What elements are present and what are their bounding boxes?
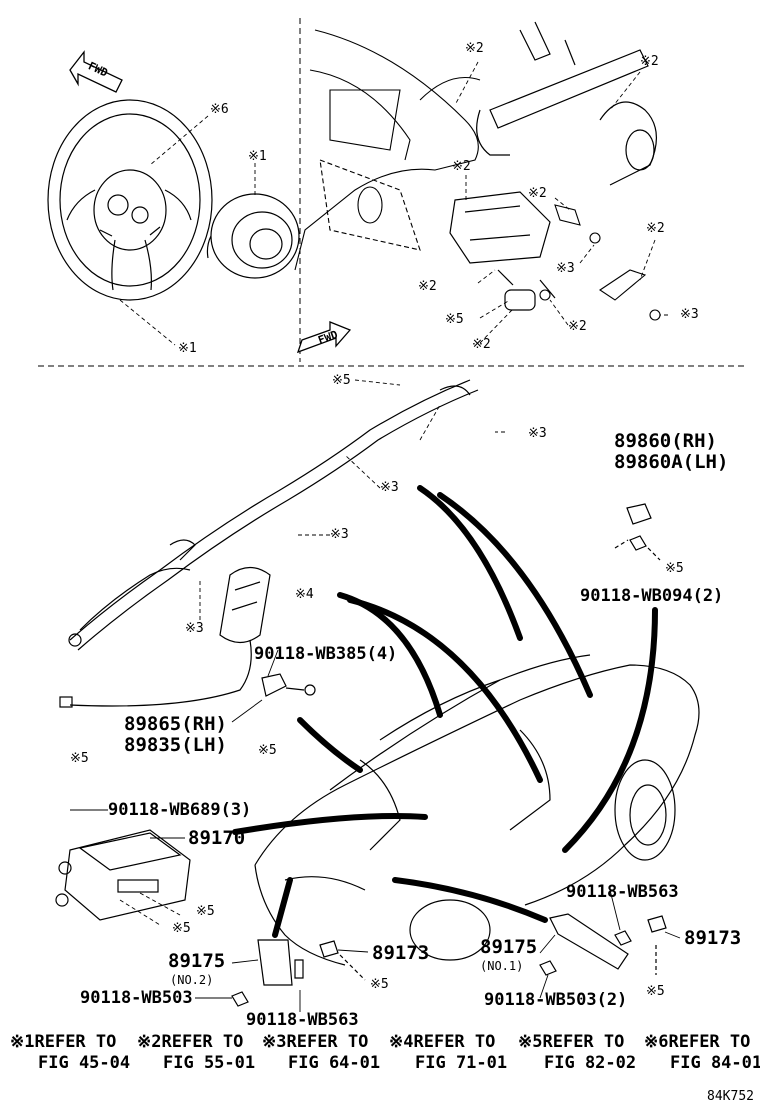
legend-text: REFER TO — [161, 1032, 244, 1052]
ref-mark-5: ※5 — [665, 561, 684, 576]
part-90118-wb385: 90118-WB385(4) — [254, 644, 398, 664]
leader-lines-ecu — [119, 892, 181, 926]
ref-mark-1: ※1 — [248, 149, 267, 164]
front-sensor-no2-drawing — [231, 939, 366, 1007]
ref-mark-3: ※3 — [185, 621, 204, 636]
part-90118-wb503-qty2: 90118-WB503(2) — [484, 990, 628, 1010]
part-89835-lh: 89835(LH) — [124, 734, 227, 756]
diagram-code: 84K752 — [707, 1089, 754, 1104]
part-89175-no1: 89175 — [480, 936, 538, 958]
leader-lines-bottom — [70, 649, 681, 1012]
legend-item-3: ※3REFER TO FIG 64-01 — [262, 1032, 380, 1074]
legend-item-2: ※2REFER TO FIG 55-01 — [137, 1032, 255, 1074]
part-89860a-lh: 89860A(LH) — [614, 451, 729, 473]
legend-item-4: ※4REFER TO FIG 71-01 — [389, 1032, 507, 1074]
part-89175-no2-qualifier: (NO.2) — [170, 973, 214, 987]
ref-mark-3: ※3 — [556, 261, 575, 276]
sensor-89860-drawing — [614, 503, 661, 561]
ref-mark-5: ※5 — [196, 904, 215, 919]
legend-fig: FIG 82-02 — [544, 1053, 637, 1073]
part-90118-wb094: 90118-WB094(2) — [580, 586, 724, 606]
part-89173-left: 89173 — [372, 942, 430, 964]
ref-mark-6: ※6 — [210, 102, 229, 117]
vehicle-body-drawing — [254, 654, 700, 966]
legend-mark: ※1 — [10, 1032, 35, 1052]
part-90118-wb563-left: 90118-WB563 — [246, 1010, 359, 1030]
steering-wheel-drawing — [47, 99, 213, 301]
legend-text: REFER TO — [542, 1032, 625, 1052]
legend-fig: FIG 55-01 — [163, 1053, 256, 1073]
ref-mark-3: ※3 — [330, 527, 349, 542]
fwd-arrow-icon — [69, 50, 123, 93]
legend-mark: ※4 — [389, 1032, 414, 1052]
legend-mark: ※5 — [518, 1032, 543, 1052]
leader-lines-top-right — [454, 61, 668, 344]
ref-mark-5: ※5 — [445, 312, 464, 327]
ref-mark-1: ※1 — [178, 341, 197, 356]
side-sensor-89865 — [261, 673, 316, 697]
side-airbag-drawing — [59, 566, 271, 708]
ref-mark-4: ※4 — [295, 587, 314, 602]
section-dividers — [38, 18, 745, 367]
ref-mark-2: ※2 — [528, 186, 547, 201]
legend-fig: FIG 45-04 — [38, 1053, 131, 1073]
ref-mark-2: ※2 — [418, 279, 437, 294]
cross-beam-drawing — [476, 21, 657, 186]
part-90118-wb563-right: 90118-WB563 — [566, 882, 679, 902]
legend-fig: FIG 64-01 — [288, 1053, 381, 1073]
leader-lines-curtain — [199, 379, 505, 620]
leader-lines-top-left — [119, 115, 256, 346]
legend-fig: FIG 71-01 — [415, 1053, 508, 1073]
ref-mark-5: ※5 — [70, 751, 89, 766]
part-89865-rh: 89865(RH) — [124, 713, 227, 735]
ref-mark-5: ※5 — [172, 921, 191, 936]
part-89175-no1-qualifier: (NO.1) — [480, 959, 524, 973]
ref-mark-2: ※2 — [640, 54, 659, 69]
driver-airbag-drawing — [206, 193, 300, 279]
curtain-airbag-drawing — [68, 379, 479, 651]
passenger-airbag-drawing — [449, 191, 556, 311]
part-89860-rh: 89860(RH) — [614, 430, 717, 452]
legend-mark: ※2 — [137, 1032, 162, 1052]
ref-mark-5: ※5 — [646, 984, 665, 999]
ref-mark-2: ※2 — [568, 319, 587, 334]
ref-mark-5: ※5 — [332, 373, 351, 388]
part-90118-wb689: 90118-WB689(3) — [108, 800, 252, 820]
ref-mark-2: ※2 — [646, 221, 665, 236]
legend-fig: FIG 84-01 — [670, 1053, 760, 1073]
part-90118-wb503: 90118-WB503 — [80, 988, 193, 1008]
airbag-ecu-89170 — [55, 829, 191, 921]
ref-mark-3: ※3 — [528, 426, 547, 441]
ref-mark-2: ※2 — [465, 41, 484, 56]
legend-item-1: ※1REFER TO FIG 45-04 — [10, 1032, 130, 1074]
ref-mark-2: ※2 — [452, 159, 471, 174]
legend-text: REFER TO — [34, 1032, 117, 1052]
legend-mark: ※6 — [644, 1032, 669, 1052]
part-89173-right: 89173 — [684, 927, 742, 949]
ref-mark-5: ※5 — [258, 743, 277, 758]
legend-text: REFER TO — [286, 1032, 369, 1052]
part-89170: 89170 — [188, 827, 246, 849]
part-89175-no2: 89175 — [168, 950, 226, 972]
legend-item-6: ※6REFER TO FIG 84-01 — [644, 1032, 760, 1074]
ref-mark-3: ※3 — [680, 307, 699, 322]
legend-mark: ※3 — [262, 1032, 287, 1052]
ref-mark-3: ※3 — [380, 480, 399, 495]
legend-text: REFER TO — [413, 1032, 496, 1052]
legend-text: REFER TO — [668, 1032, 751, 1052]
dashboard-drawing — [294, 29, 481, 271]
front-sensor-no1-drawing — [539, 913, 667, 976]
heavy-callout-lines — [232, 485, 658, 938]
ref-mark-5: ※5 — [370, 977, 389, 992]
ref-mark-2: ※2 — [472, 337, 491, 352]
fwd-arrow-icon — [296, 321, 352, 354]
legend-item-5: ※5REFER TO FIG 82-02 — [518, 1032, 636, 1074]
